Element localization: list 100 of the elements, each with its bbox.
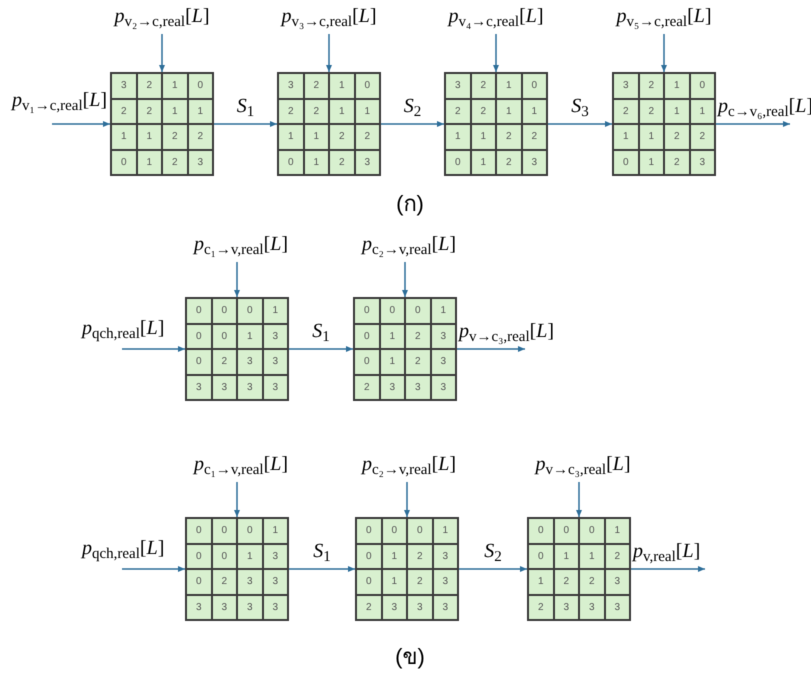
grid-value: 3 [186,374,212,400]
edge-label: S$_{2}$ [402,94,422,118]
grid-value: 0 [613,150,638,175]
arrow [122,346,185,352]
grid-value: 1 [262,298,288,324]
panel-caption: (ข) [394,643,426,671]
grid-value: 2 [554,569,579,594]
probability-label: p$_{v₄→c,real}$[L] [448,4,544,28]
grid-value: 2 [638,73,664,98]
grid-value: 3 [382,594,407,620]
grid-value: 1 [528,569,554,594]
arrow [381,121,444,127]
grid-value: 1 [188,98,213,124]
grid-value: 0 [445,150,470,175]
grid-value: 1 [470,124,496,150]
grid-value: 3 [432,569,458,594]
value-grid [355,517,459,621]
grid-value: 2 [162,124,188,150]
arrow [234,262,240,297]
grid-value: 1 [329,73,354,98]
arrow [214,121,277,127]
grid-value: 1 [664,98,690,124]
grid-value: 2 [664,124,690,150]
grid-value: 1 [111,124,136,150]
edge-label: S$_{1}$ [311,319,331,343]
grid-value: 0 [579,518,604,544]
grid-value: 0 [528,544,554,569]
grid-value: 1 [604,518,630,544]
grid-value: 3 [278,73,304,98]
edge-label: S$_{3}$ [570,94,590,118]
grid-value: 0 [522,73,547,98]
grid-value: 2 [212,569,237,594]
grid-value: 2 [664,150,690,175]
grid-value: 0 [186,298,212,324]
arrow [548,121,612,127]
grid-value: 0 [380,298,405,324]
probability-label: p$_{qch,real}$[L] [82,316,164,340]
arrow [661,34,667,72]
grid-value: 0 [554,518,579,544]
grid-value: 3 [445,73,470,98]
arrow [457,346,525,352]
grid-value: 0 [690,73,715,98]
grid-value: 0 [354,73,380,98]
grid-value: 3 [604,594,630,620]
grid-value: 0 [407,518,432,544]
grid-value: 1 [613,124,638,150]
grid-value: 3 [430,324,456,349]
grid-value: 0 [186,324,212,349]
grid-value: 3 [186,594,212,620]
grid-value: 2 [496,124,522,150]
grid-value: 3 [405,374,430,400]
grid-value: 0 [212,324,237,349]
arrow [493,34,499,72]
grid-value: 0 [528,518,554,544]
grid-value: 0 [111,150,136,175]
arrow [576,482,582,517]
probability-label: p$_{c₁→v,real}$[L] [194,452,288,476]
grid-value: 1 [470,150,496,175]
grid-value: 3 [262,349,288,374]
grid-value: 0 [354,349,380,374]
probability-label: p$_{c₂→v,real}$[L] [362,452,456,476]
grid-value: 1 [136,124,162,150]
grid-value: 3 [380,374,405,400]
arrow [159,34,165,72]
value-grid [185,297,289,401]
grid-value: 0 [212,298,237,324]
grid-value: 0 [186,569,212,594]
grid-value: 0 [354,324,380,349]
grid-value: 3 [522,150,547,175]
grid-value: 0 [237,518,262,544]
grid-value: 0 [356,518,382,544]
grid-value: 2 [690,124,715,150]
grid-value: 0 [186,349,212,374]
grid-value: 3 [554,594,579,620]
grid-value: 3 [432,594,458,620]
grid-value: 1 [554,544,579,569]
grid-value: 0 [278,150,304,175]
edge-label: S$_{2}$ [483,539,503,563]
probability-label: p$_{c₁→v,real}$[L] [194,232,288,256]
grid-value: 1 [638,124,664,150]
arrow [289,346,353,352]
probability-label: p$_{v→c₃,real}$[L] [535,452,631,476]
panel-caption: (ก) [395,190,425,218]
grid-value: 1 [136,150,162,175]
edge-label: p$_{v→c₃,real}$[L] [459,319,554,343]
grid-value: 2 [136,73,162,98]
grid-value: 2 [136,98,162,124]
grid-value: 0 [186,544,212,569]
grid-value: 1 [579,544,604,569]
grid-value: 1 [262,518,288,544]
grid-value: 0 [354,298,380,324]
grid-value: 3 [262,544,288,569]
grid-value: 2 [354,374,380,400]
edge-label: S$_{1}$ [312,539,332,563]
arrow [404,482,410,517]
value-grid [185,517,289,621]
grid-value: 1 [354,98,380,124]
arrow [326,34,332,72]
grid-value: 2 [470,98,496,124]
arrow [234,482,240,517]
